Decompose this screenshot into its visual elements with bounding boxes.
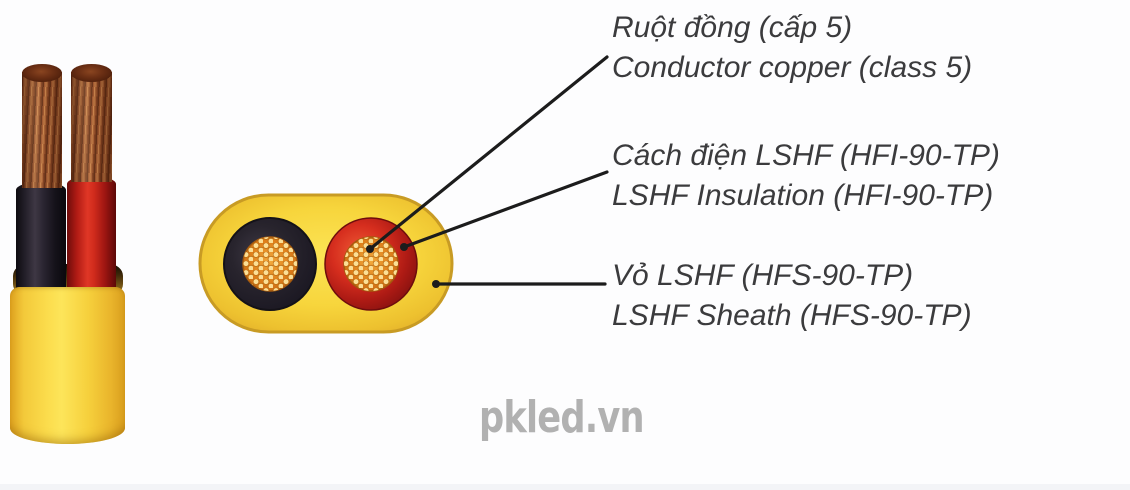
red-insulation-3d bbox=[67, 176, 116, 292]
copper-conductor-right bbox=[71, 72, 112, 182]
label-insulation-en: LSHF Insulation (HFI-90-TP) bbox=[612, 179, 994, 212]
cable-3d-view bbox=[8, 60, 128, 446]
watermark-text: pkled.vn bbox=[479, 392, 645, 443]
copper-strands-right bbox=[343, 236, 399, 292]
label-insulation: Cách điện LSHF (HFI-90-TP) LSHF Insulati… bbox=[612, 136, 1000, 216]
label-sheath-en: LSHF Sheath (HFS-90-TP) bbox=[612, 299, 972, 332]
copper-top-right bbox=[71, 64, 112, 82]
label-sheath-vi: Vỏ LSHF (HFS-90-TP) bbox=[612, 259, 914, 292]
bottom-edge-strip bbox=[0, 484, 1130, 490]
label-conductor: Ruột đồng (cấp 5) Conductor copper (clas… bbox=[612, 8, 972, 88]
label-insulation-vi: Cách điện LSHF (HFI-90-TP) bbox=[612, 139, 1000, 172]
label-conductor-vi: Ruột đồng (cấp 5) bbox=[612, 11, 853, 44]
copper-strands-left bbox=[242, 236, 298, 292]
copper-top-left bbox=[22, 64, 62, 82]
label-sheath: Vỏ LSHF (HFS-90-TP) LSHF Sheath (HFS-90-… bbox=[612, 256, 972, 336]
black-insulation-3d bbox=[16, 182, 66, 292]
label-conductor-en: Conductor copper (class 5) bbox=[612, 51, 973, 84]
yellow-sheath-3d bbox=[10, 287, 125, 444]
copper-conductor-left bbox=[22, 72, 62, 188]
cable-cross-section bbox=[198, 193, 454, 334]
